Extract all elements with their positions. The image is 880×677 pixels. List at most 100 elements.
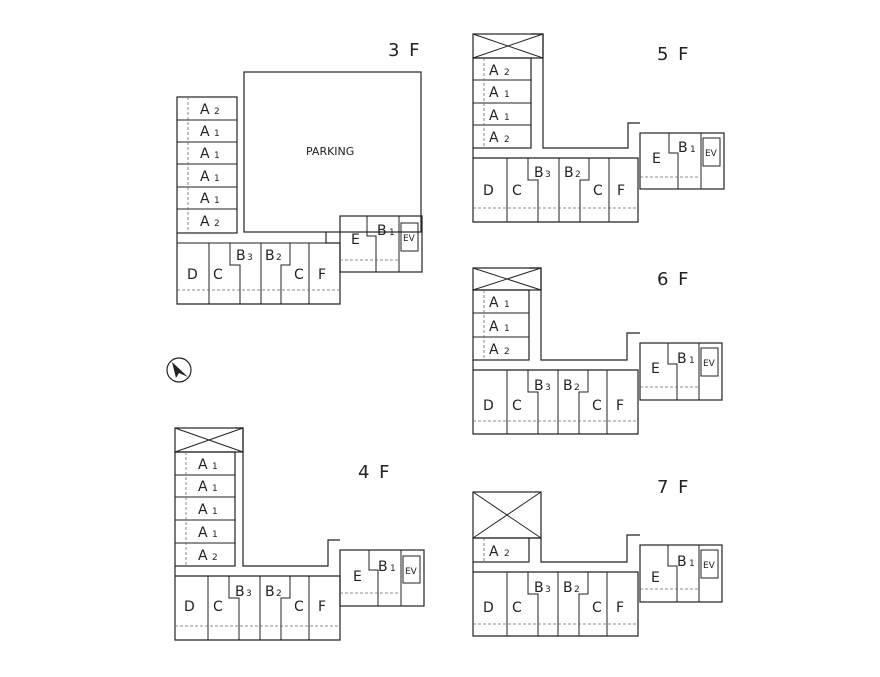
unit-number: 2 [214, 219, 220, 229]
unit-label: C [294, 599, 304, 615]
unit-label: F [318, 267, 326, 283]
unit-label: C [512, 183, 522, 199]
unit-stack-7f [472, 537, 530, 563]
unit-number: 2 [212, 553, 218, 563]
unit-label: C [592, 398, 602, 414]
floor-title-6f: 6 F [657, 269, 691, 290]
unit-label: B [265, 248, 275, 264]
unit-label: B [563, 580, 573, 596]
unit-label: D [184, 599, 195, 615]
unit-label: B [677, 351, 687, 367]
elevator-icon [700, 549, 719, 579]
floor-title-3f: 3 F [388, 40, 422, 61]
unit-number: 1 [689, 356, 695, 366]
unit-label: A [489, 295, 499, 311]
unit-label: E [651, 361, 660, 377]
unit-number: 3 [545, 383, 551, 393]
unit-label: A [200, 169, 210, 185]
unit-number: 1 [214, 151, 220, 161]
unit-number: 1 [212, 484, 218, 494]
bottom-wing-5f [472, 148, 639, 223]
unit-label: A [198, 457, 208, 473]
unit-number: 1 [390, 564, 396, 574]
unit-label: C [512, 398, 522, 414]
unit-number: 1 [504, 90, 510, 100]
unit-number: 1 [212, 507, 218, 517]
unit-number: 2 [504, 347, 510, 357]
core-4f [339, 549, 425, 607]
unit-label: B [564, 165, 574, 181]
unit-label: B [563, 378, 573, 394]
bottom-wing-3f [176, 232, 341, 305]
unit-stack-4f [174, 451, 236, 567]
unit-label: E [652, 151, 661, 167]
unit-label: F [617, 183, 625, 199]
unit-stack-3f [176, 96, 238, 234]
unit-label: C [512, 600, 522, 616]
unit-label: A [489, 342, 499, 358]
bottom-wing-4f [174, 566, 341, 641]
unit-label: E [651, 570, 660, 586]
parking-area [243, 71, 422, 233]
unit-number: 2 [575, 170, 581, 180]
unit-number: 1 [214, 196, 220, 206]
unit-number: 2 [504, 549, 510, 559]
elevator-label: EV [405, 567, 418, 577]
unit-label: B [677, 554, 687, 570]
floor-plan-7f: 7 F A 2 D C B 3 B 2 C F E B 1 EV [472, 477, 723, 637]
elevator-label: EV [703, 561, 716, 571]
unit-label: A [489, 130, 499, 146]
unit-label: A [198, 525, 208, 541]
unit-number: 2 [276, 253, 282, 263]
unit-label: A [489, 85, 499, 101]
unit-number: 1 [212, 530, 218, 540]
floor-title-7f: 7 F [657, 477, 691, 498]
core-5f [639, 132, 725, 190]
unit-number: 2 [504, 135, 510, 145]
unit-number: 1 [504, 113, 510, 123]
unit-label: C [213, 599, 223, 615]
unit-label: B [678, 140, 688, 156]
floor-title-5f: 5 F [657, 44, 691, 65]
elevator-icon [700, 347, 719, 377]
unit-label: E [351, 232, 360, 248]
elevator-icon [400, 222, 419, 252]
unit-label: A [489, 319, 499, 335]
unit-label: C [213, 267, 223, 283]
unit-number: 1 [689, 559, 695, 569]
unit-number: 3 [545, 585, 551, 595]
unit-number: 1 [214, 129, 220, 139]
unit-label: A [489, 63, 499, 79]
unit-label: D [483, 398, 494, 414]
unit-label: B [534, 378, 544, 394]
unit-label: A [198, 502, 208, 518]
unit-label: A [489, 108, 499, 124]
core-6f [639, 342, 723, 401]
unit-number: 2 [574, 383, 580, 393]
unit-label: C [592, 600, 602, 616]
unit-stack-6f [472, 289, 530, 361]
unit-label: F [616, 600, 624, 616]
floor-title-4f: 4 F [358, 462, 392, 483]
unit-label: D [187, 267, 198, 283]
elevator-icon [402, 555, 421, 584]
unit-label: B [235, 584, 245, 600]
floor-plan-6f: 6 F A 1 A 1 A 2 D C B 3 B 2 C F [472, 267, 723, 435]
unit-number: 2 [504, 68, 510, 78]
unit-number: 3 [545, 170, 551, 180]
elevator-label: EV [403, 234, 416, 244]
unit-number: 2 [574, 585, 580, 595]
core-7f [639, 544, 723, 603]
unit-number: 1 [389, 228, 395, 238]
unit-label: A [489, 544, 499, 560]
unit-label: B [265, 584, 275, 600]
unit-number: 1 [214, 174, 220, 184]
unit-number: 2 [276, 589, 282, 599]
unit-number: 1 [690, 145, 696, 155]
unit-label: B [378, 559, 388, 575]
unit-label: A [200, 102, 210, 118]
unit-label: B [534, 165, 544, 181]
unit-label: B [534, 580, 544, 596]
